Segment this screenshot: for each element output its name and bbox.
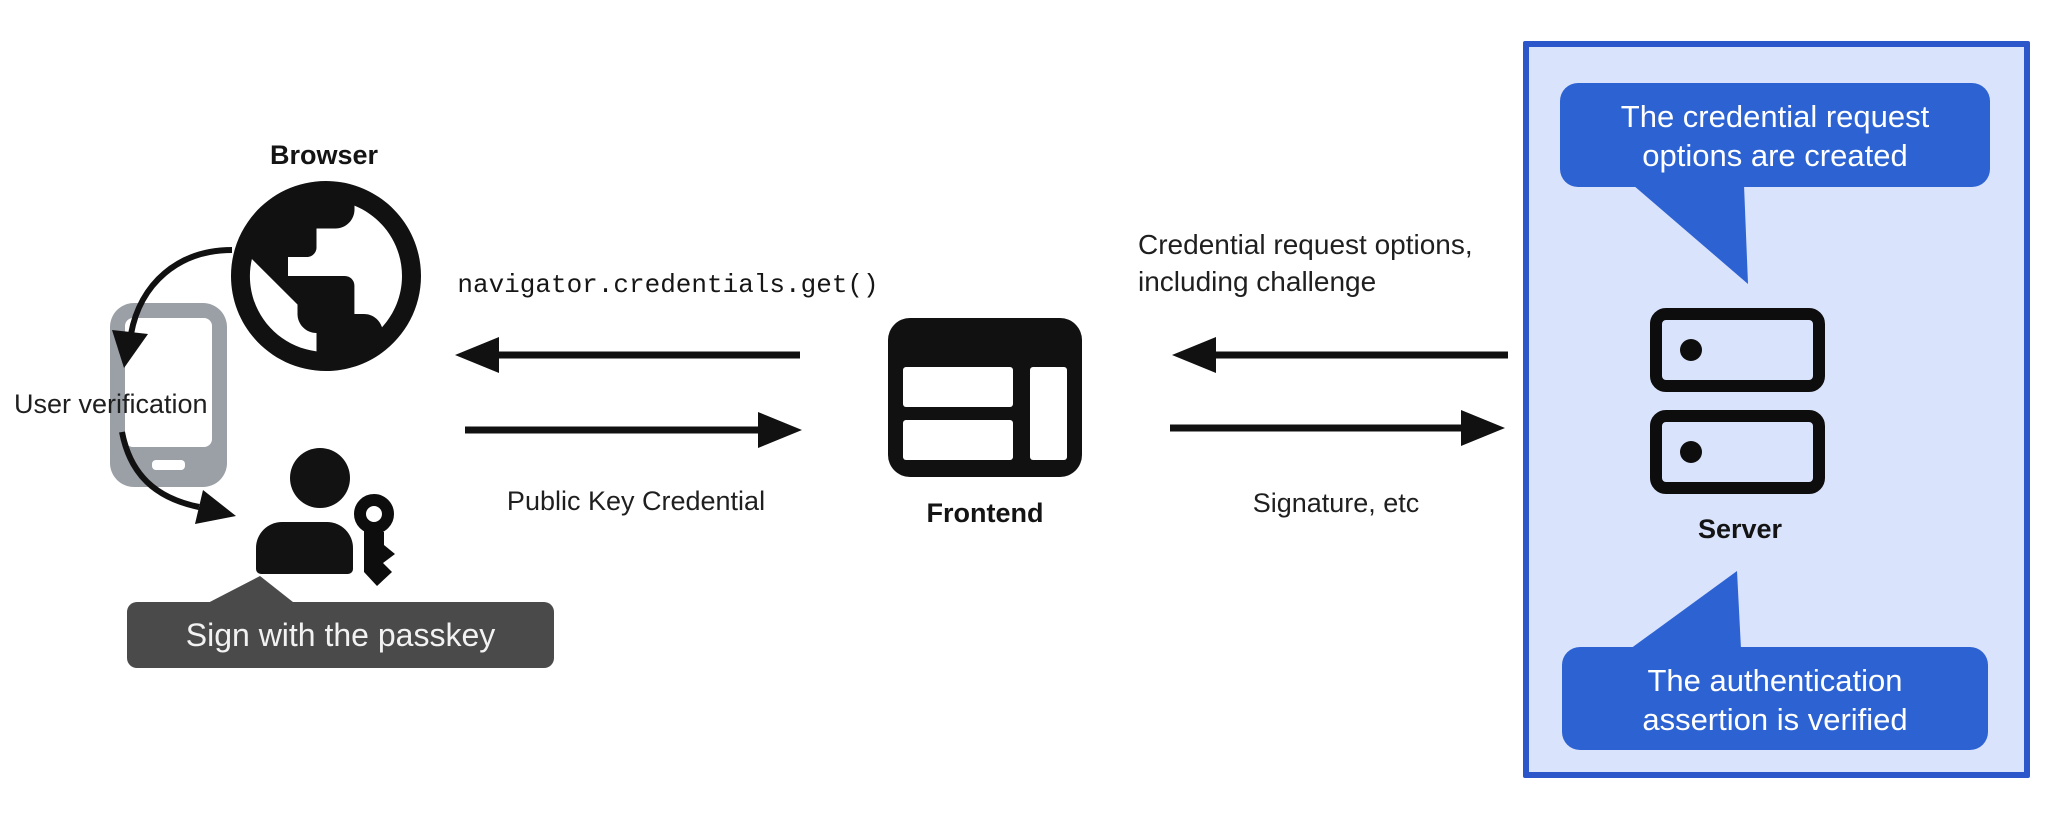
browser-label: Browser bbox=[269, 140, 379, 170]
globe-icon bbox=[231, 181, 421, 371]
arrow-left-frontend-to-browser bbox=[455, 337, 800, 373]
window-pane bbox=[903, 367, 1013, 407]
navigator-credentials-get-code: navigator.credentials.get() bbox=[457, 270, 879, 300]
public-key-credential-label: Public Key Credential bbox=[506, 486, 766, 516]
person-body bbox=[256, 522, 353, 574]
arrow-right-browser-to-frontend bbox=[465, 412, 802, 448]
sign-with-passkey-tooltip: Sign with the passkey bbox=[127, 602, 554, 668]
window-pane bbox=[1030, 367, 1067, 460]
smartphone-screen bbox=[125, 318, 212, 447]
person-icon bbox=[290, 448, 350, 508]
assertion-verified-bubble: The authentication assertion is verified bbox=[1562, 647, 1988, 750]
server-stack-icon bbox=[1650, 308, 1825, 392]
credential-request-options-label: Credential request options, including ch… bbox=[1138, 229, 1473, 297]
credential-options-created-bubble: The credential request options are creat… bbox=[1560, 83, 1990, 187]
user-verification-label: User verification bbox=[14, 389, 208, 419]
frontend-label: Frontend bbox=[926, 498, 1044, 528]
signature-label: Signature, etc bbox=[1252, 488, 1420, 518]
arrow-left-server-to-frontend bbox=[1172, 337, 1508, 373]
key-icon bbox=[354, 494, 395, 586]
browser-window-icon bbox=[888, 318, 1082, 477]
window-pane bbox=[903, 420, 1013, 460]
arrow-right-frontend-to-server bbox=[1170, 410, 1505, 446]
server-led bbox=[1680, 339, 1702, 361]
server-stack-icon bbox=[1650, 410, 1825, 494]
server-led bbox=[1680, 441, 1702, 463]
smartphone-home-bar bbox=[152, 460, 185, 470]
server-label: Server bbox=[1697, 514, 1783, 544]
